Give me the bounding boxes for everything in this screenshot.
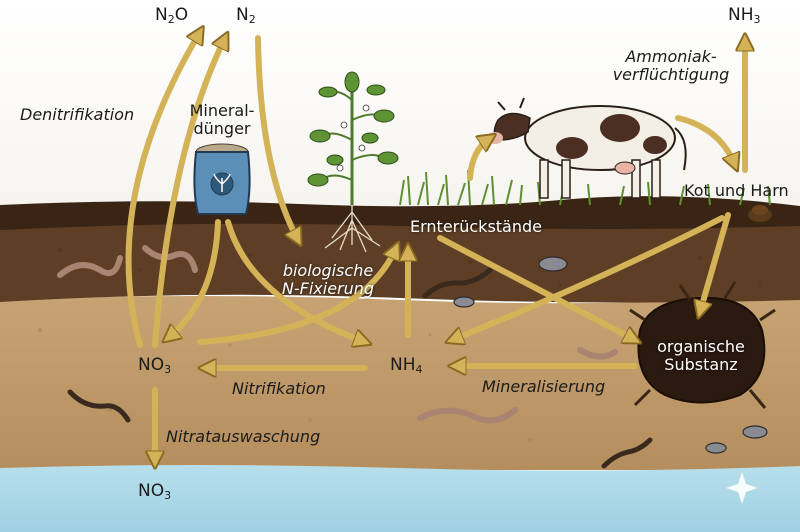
label-n2o: N2O [155,5,189,26]
cow-icon [487,97,687,199]
arrow-manure-to-organic [700,212,731,312]
label-biologische-n-fixierung: biologische N-Fixierung [268,261,388,299]
arrow-fixation-to-residues [197,248,396,345]
soil-texture [58,248,762,287]
label-nh4: NH4 [390,355,423,376]
label-mineralduenger: Mineral- dünger [172,101,272,139]
plant-roots [324,205,381,253]
label-mineralisierung: Mineralisierung [482,377,606,396]
label-ammoniak-line1: Ammoniak- [625,47,717,66]
arrow-grass-to-cow [467,138,490,181]
earthworm-icon [57,245,618,424]
label-fixierung-line1: biologische [282,261,374,280]
arrow-manure-to-soil [452,215,725,340]
label-ammoniak-line2: verflüchtigung [612,65,730,85]
fertilizer-bag-icon [193,143,251,215]
label-nh3: NH3 [728,5,761,26]
label-organische-substanz: organische Substanz [646,337,756,375]
organic-matter-pile [629,281,776,409]
label-no3-soil: NO3 [138,355,172,376]
sparkle-icon [726,472,758,504]
label-nitrifikation: Nitrifikation [232,379,326,398]
arrow-fertilizer-to-no3 [168,219,221,338]
arrow-residues-to-organic [437,235,635,340]
label-kot-und-harn: Kot und Harn [684,181,789,200]
groundwater [0,465,800,532]
woodlouse-icon [453,256,768,454]
arrow-fertilizer-to-n2o [152,38,225,348]
manure-icon [748,205,772,222]
arrow-fertilizer-to-nh4 [225,219,365,342]
centipede-icon [67,267,653,469]
label-no3-water: NO3 [138,481,172,502]
label-organische-line1: organische [657,337,745,356]
label-nitratauswaschung: Nitratauswaschung [166,427,321,446]
label-ernterueckstaende: Ernterückstände [410,217,542,236]
label-n2: N2 [236,5,256,26]
arrow-cow-to-manure [675,115,735,165]
arrow-denitrification [125,32,200,348]
label-mineralduenger-line1: Mineral- [189,101,255,120]
sky-background [0,0,800,210]
label-denitrifikation: Denitrifikation [20,105,135,124]
plant-icon [307,71,399,253]
label-mineralduenger-line2: dünger [193,119,251,139]
label-organische-line2: Substanz [664,355,738,375]
arrow-n2-to-fixation [255,35,298,240]
label-ammoniakverfluechtigung: Ammoniak- verflüchtigung [606,47,736,85]
label-fixierung-line2: N-Fixierung [281,279,375,299]
process-arrows [125,32,745,462]
